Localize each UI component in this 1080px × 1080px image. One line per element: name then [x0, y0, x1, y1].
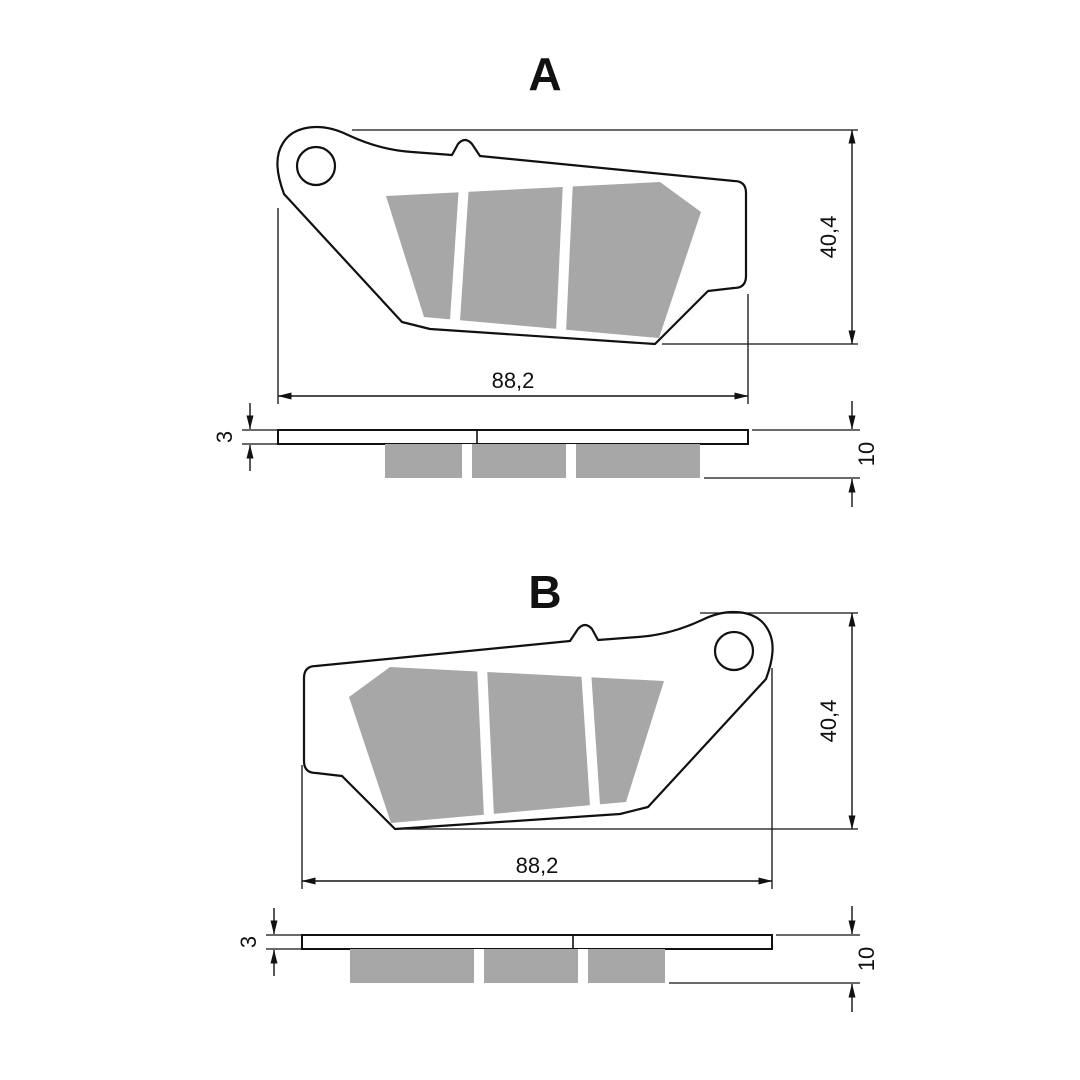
- pad-a-groove-2: [556, 180, 573, 333]
- pad-a-side-friction: [385, 444, 700, 478]
- pad-b-backing-plate: [301, 934, 773, 950]
- pad-a-friction-material: [386, 182, 701, 338]
- view-b: B 88,2 40,4: [236, 566, 879, 1012]
- dim-a-height-value: 40,4: [816, 216, 841, 259]
- dim-b-width-value: 88,2: [516, 853, 559, 878]
- view-b-title: B: [528, 566, 561, 618]
- dim-a-total-value: 10: [854, 442, 879, 466]
- dim-a-backing-value: 3: [212, 431, 237, 443]
- pad-a-side-groove-1: [462, 444, 472, 478]
- pad-a-side-groove-2: [566, 444, 576, 478]
- dim-b-height: 40,4: [395, 612, 858, 830]
- pad-b-top-view: [302, 610, 774, 831]
- dim-b-height-value: 40,4: [816, 700, 841, 743]
- pad-b-groove-1: [581, 669, 600, 806]
- dim-b-width: 88,2: [301, 668, 773, 889]
- view-a: A 88,2 40,4: [212, 48, 879, 507]
- pad-a-mounting-hole: [295, 145, 337, 187]
- dim-a-width: 88,2: [277, 208, 749, 404]
- pad-a-top-view: [276, 125, 748, 346]
- dim-b-total: 10: [669, 906, 879, 1012]
- pad-b-side-friction: [350, 949, 665, 983]
- pad-a-groove-1: [450, 184, 469, 321]
- pad-b-side-groove-1: [474, 949, 484, 983]
- pad-b-side-view: [301, 934, 773, 983]
- dim-b-total-value: 10: [854, 947, 879, 971]
- pad-b-mounting-hole: [713, 630, 755, 672]
- pad-b-side-groove-2: [578, 949, 588, 983]
- dim-a-backing: 3: [212, 403, 278, 471]
- dim-a-width-value: 88,2: [492, 368, 535, 393]
- pad-a-backing-plate: [277, 429, 749, 445]
- pad-a-side-view: [277, 429, 749, 478]
- dim-b-backing-value: 3: [236, 936, 261, 948]
- view-a-title: A: [528, 48, 561, 100]
- dim-b-backing: 3: [236, 908, 302, 976]
- pad-b-groove-2: [477, 665, 494, 818]
- dim-a-total: 10: [704, 401, 879, 507]
- pad-b-friction-material: [349, 667, 664, 823]
- dim-a-height: 40,4: [352, 129, 858, 345]
